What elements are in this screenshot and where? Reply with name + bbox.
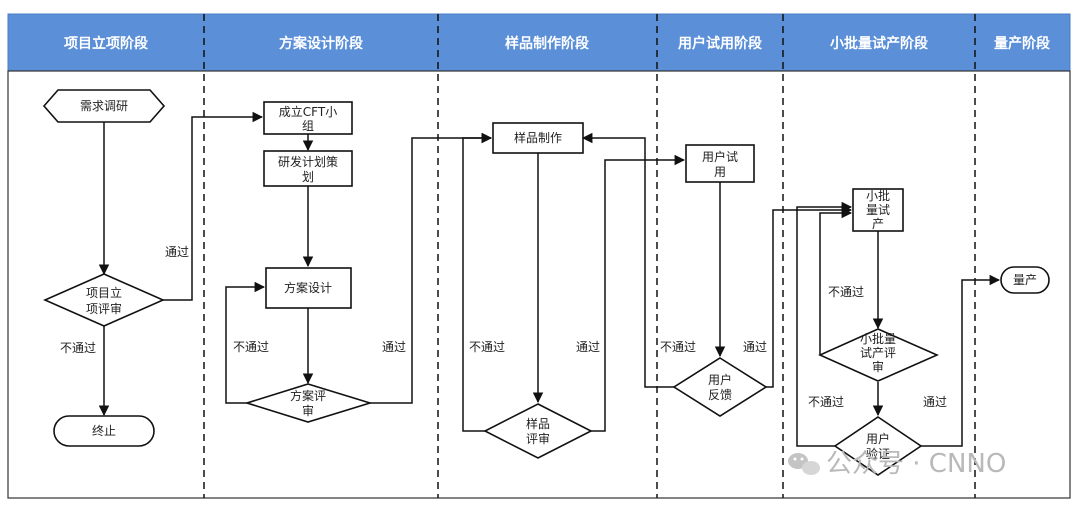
lane-header-design: 方案设计阶段 [279, 35, 363, 52]
diagram-frame [7, 70, 1071, 499]
node-terminate-label: 终止 [92, 423, 116, 438]
node-pilot-production-line1: 小批 [866, 188, 890, 203]
node-solution-design-label: 方案设计 [284, 280, 332, 295]
node-demand-research-label: 需求调研 [80, 99, 128, 113]
edge-label-pass: 通过 [743, 340, 767, 354]
edge-pilot-review-fail [819, 207, 853, 355]
watermark-text: 公众号 · CNNO [826, 449, 1006, 479]
node-pilot-review-line3: 审 [872, 359, 884, 374]
edge-label-pass: 通过 [576, 340, 600, 354]
lane-header-pilot: 小批量试产阶段 [830, 35, 928, 52]
wechat-logo-icon [788, 453, 820, 475]
node-sample-making-label: 样品制作 [514, 130, 562, 145]
node-user-verify-shape [833, 416, 923, 476]
edge-label-pass: 通过 [382, 340, 406, 354]
lane-header-initiation: 项目立项阶段 [64, 35, 148, 52]
node-dev-plan-shape [263, 150, 353, 187]
lane-header-mass: 量产阶段 [994, 35, 1050, 52]
edge-sample-review-pass [591, 154, 686, 432]
lane-header-sample: 样品制作阶段 [505, 35, 589, 52]
edge-label-pass: 通过 [923, 395, 947, 409]
edge-feedback-pass [766, 204, 853, 388]
edge-review-to-cft [163, 111, 264, 301]
node-pilot-production-line2: 量试 [866, 202, 890, 217]
node-user-trial-shape [685, 144, 755, 183]
edge-label-fail: 不通过 [828, 285, 864, 299]
node-form-cft-line2: 组 [302, 119, 314, 133]
node-pilot-review-line1: 小批量 [860, 331, 896, 346]
edge-verify-fail [796, 201, 853, 447]
node-user-feedback-line1: 用户 [708, 372, 732, 387]
node-form-cft-line1: 成立CFT小 [279, 104, 337, 119]
node-user-feedback-shape [672, 357, 768, 417]
edge-label-fail: 不通过 [808, 395, 844, 409]
node-project-review-shape [43, 273, 165, 327]
node-solution-review-line2: 审 [302, 403, 314, 418]
node-pilot-production-line3: 产 [872, 217, 884, 231]
edge-design-review-pass [370, 132, 493, 404]
node-dev-plan-line2: 划 [302, 170, 314, 184]
node-terminate-shape [53, 415, 155, 447]
node-user-verify-line1: 用户 [866, 431, 890, 446]
edge-label-fail: 不通过 [233, 340, 269, 354]
edge-sample-review-fail [462, 132, 493, 432]
node-pilot-review-line2: 试产评 [860, 345, 896, 360]
node-sample-review-line1: 样品 [526, 416, 550, 431]
node-demand-research-shape [42, 89, 166, 123]
edge-label-fail: 不通过 [60, 341, 96, 355]
node-pilot-production-shape [852, 188, 904, 232]
node-form-cft-shape [263, 101, 353, 135]
edge-design-review-fail [225, 281, 266, 404]
node-solution-review-shape [244, 383, 373, 423]
node-project-review-line2: 项评审 [86, 301, 122, 316]
node-project-review-line1: 项目立 [86, 285, 122, 300]
node-user-verify-line2: 验证 [866, 446, 890, 461]
node-solution-review-line1: 方案评 [290, 388, 326, 403]
node-sample-review-shape [483, 403, 593, 459]
lane-header-band [7, 13, 1071, 72]
node-dev-plan-line1: 研发计划策 [278, 154, 338, 169]
node-user-feedback-line2: 反馈 [708, 388, 732, 402]
edge-label-fail: 不通过 [660, 340, 696, 354]
node-pilot-review-shape [818, 328, 939, 382]
node-mass-production-shape [1000, 266, 1050, 294]
node-sample-making-shape [492, 122, 584, 154]
edge-label-pass: 通过 [165, 245, 189, 259]
node-mass-production-label: 量产 [1013, 273, 1037, 287]
node-sample-review-line2: 评审 [526, 431, 550, 446]
edge-feedback-fail [581, 132, 674, 388]
edge-verify-pass [921, 274, 1001, 447]
node-user-trial-line1: 用户试 [702, 149, 738, 164]
node-solution-design-shape [265, 267, 352, 309]
lane-header-trial: 用户试用阶段 [678, 35, 762, 52]
node-user-trial-line2: 用 [714, 165, 726, 179]
edge-label-fail: 不通过 [469, 340, 505, 354]
